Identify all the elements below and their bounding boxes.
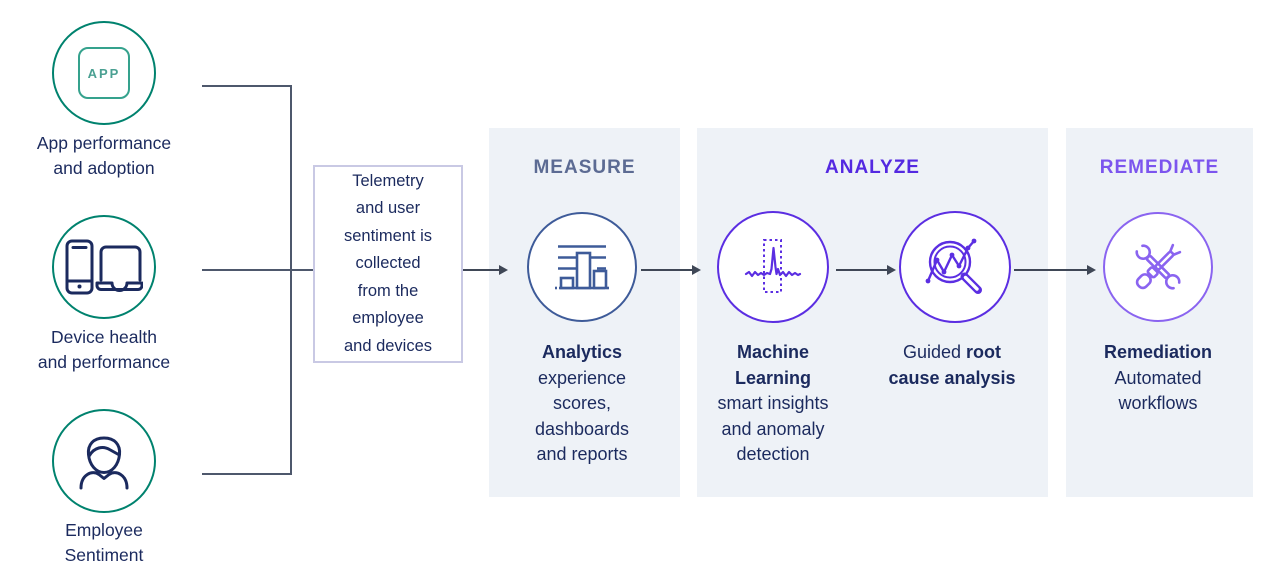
caption-line: detection — [736, 444, 810, 464]
caption-bold-line: cause analysis — [888, 367, 1016, 388]
telemetry-line: Telemetry — [352, 171, 424, 190]
caption-line: Automated — [1114, 367, 1202, 388]
app-source-circle: APP — [52, 21, 156, 125]
arrow-telemetry-to-measure — [463, 269, 499, 271]
arrowhead — [1087, 264, 1096, 275]
telemetry-box: Telemetry and user sentiment is collecte… — [313, 165, 463, 363]
arrowhead — [887, 264, 896, 275]
telemetry-line: sentiment is — [343, 226, 433, 245]
caption-line: and reports — [536, 444, 628, 464]
arrow-analyze-to-remediate — [1014, 269, 1087, 271]
analyze-title: ANALYZE — [825, 157, 920, 178]
caption-line: scores, — [552, 393, 612, 413]
caption-bold-line: Machine — [736, 342, 810, 362]
telemetry-line: collected — [355, 254, 421, 273]
analytics-node — [527, 212, 637, 322]
employee-source-label: Employee Sentiment — [0, 518, 224, 567]
measure-title: MEASURE — [533, 157, 636, 178]
bracket-line-middle — [202, 269, 313, 271]
caption-line: workflows — [1118, 393, 1198, 413]
arrowhead — [499, 264, 508, 275]
device-source-circle — [52, 215, 156, 319]
bracket-line-top — [202, 85, 292, 87]
caption-line: and anomaly — [721, 418, 825, 439]
label-line: and performance — [37, 351, 171, 372]
bracket-line-vertical — [290, 85, 292, 475]
app-source-label: App performance and adoption — [0, 131, 224, 180]
caption-line: dashboards — [534, 418, 630, 439]
caption-bold-line: Learning — [734, 367, 811, 388]
machine-learning-node — [717, 211, 829, 323]
devices-icon — [65, 239, 143, 295]
caption-line: Guided root — [852, 340, 1052, 366]
root-cause-node — [899, 211, 1011, 323]
arrow-ml-to-rootcause — [836, 269, 887, 271]
device-source-label: Device health and performance — [0, 325, 224, 374]
label-line: Sentiment — [64, 544, 144, 565]
telemetry-line: from the — [357, 281, 419, 300]
tools-icon — [1135, 243, 1182, 290]
caption-line: smart insights — [717, 393, 829, 413]
label-line: App performance — [36, 133, 172, 153]
remediate-title: REMEDIATE — [1099, 157, 1220, 178]
caption-bold-text: root — [966, 342, 1002, 362]
app-icon: APP — [78, 47, 130, 99]
machine-learning-caption: Machine Learning smart insights and anom… — [688, 340, 858, 468]
arrowhead — [692, 264, 701, 275]
remediation-caption: Remediation Automated workflows — [1068, 340, 1248, 417]
employee-source-circle — [52, 409, 156, 513]
caption-regular-text: Guided — [902, 342, 967, 362]
label-line: Device health — [50, 327, 158, 347]
telemetry-line: employee — [352, 309, 424, 328]
label-line: and adoption — [53, 157, 155, 178]
magnifier-chart-icon — [925, 238, 982, 294]
root-cause-caption: Guided root cause analysis — [852, 340, 1052, 391]
arrow-measure-to-analyze — [641, 269, 692, 271]
bar-chart-icon — [555, 245, 609, 290]
telemetry-line: and devices — [343, 336, 433, 355]
remediation-node — [1103, 212, 1213, 322]
label-line: Employee — [65, 520, 143, 540]
telemetry-line: and user — [355, 199, 421, 218]
caption-bold-line: Analytics — [541, 342, 623, 362]
caption-bold-line: Remediation — [1103, 342, 1213, 362]
anomaly-icon — [744, 239, 802, 293]
person-icon — [79, 436, 129, 490]
analytics-caption: Analytics experience scores, dashboards … — [502, 340, 662, 468]
bracket-line-bottom — [202, 473, 292, 475]
caption-line: experience — [537, 367, 627, 388]
